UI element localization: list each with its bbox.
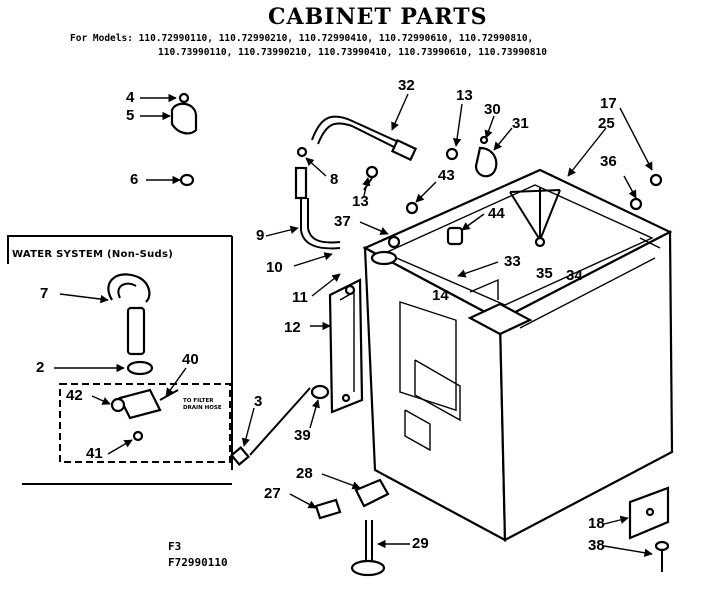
callout-41: 41	[86, 445, 103, 462]
callout-32: 32	[398, 77, 415, 94]
water-system-label: WATER SYSTEM (Non-Suds)	[12, 249, 174, 260]
callout-39: 39	[294, 427, 311, 444]
callout-42: 42	[66, 387, 83, 404]
callout-6: 6	[130, 171, 139, 188]
cabinet	[362, 168, 674, 542]
drain-hose-note: TO FILTER DRAIN HOSE	[183, 398, 222, 411]
callout-2: 2	[36, 359, 45, 376]
callout-40: 40	[182, 351, 199, 368]
callout-14: 14	[432, 287, 449, 304]
callout-28: 28	[296, 465, 313, 482]
drain-hose-3	[249, 387, 311, 456]
callout-18: 18	[588, 515, 605, 532]
rear-bracket-18	[628, 486, 670, 572]
callout-43: 43	[438, 167, 455, 184]
callout-8: 8	[330, 171, 339, 188]
callout-13: 13	[456, 87, 473, 104]
models-line-1: For Models: 110.72990110, 110.72990210, …	[70, 33, 534, 44]
callout-29: 29	[412, 535, 429, 552]
callout-34: 34	[566, 267, 583, 284]
callout-17: 17	[600, 95, 617, 112]
callout-7: 7	[40, 285, 49, 302]
leveling-leg-assembly	[314, 478, 390, 577]
diagram-title: CABINET PARTS	[268, 4, 488, 30]
clamp-assembly	[170, 92, 198, 187]
grommet-39	[310, 384, 330, 400]
callout-37: 37	[334, 213, 351, 230]
callout-38: 38	[588, 537, 605, 554]
fill-tube-9	[294, 146, 341, 250]
callout-11: 11	[292, 289, 308, 306]
callout-35: 35	[536, 265, 553, 282]
callout-9: 9	[256, 227, 265, 244]
callout-44: 44	[488, 205, 505, 222]
water-system-inset	[7, 235, 233, 485]
callout-30: 30	[484, 101, 501, 118]
callout-31: 31	[512, 115, 529, 132]
models-line-2: 110.73990110, 110.73990210, 110.73990410…	[158, 47, 547, 58]
small-hardware	[363, 135, 663, 249]
figure-code: F3	[168, 540, 182, 553]
bracket-12	[328, 278, 364, 414]
callout-5: 5	[126, 107, 135, 124]
callout-4: 4	[126, 89, 135, 106]
callout-25: 25	[598, 115, 615, 132]
callout-27: 27	[264, 485, 281, 502]
callout-13-lower: 13	[352, 193, 369, 210]
leader-lines	[54, 93, 653, 557]
callout-36: 36	[600, 153, 617, 170]
callout-33: 33	[504, 253, 521, 270]
callout-3: 3	[254, 393, 263, 410]
callout-12: 12	[284, 319, 301, 336]
hose-32	[311, 115, 418, 162]
lid-spring-assembly	[509, 188, 561, 248]
figure-number: F72990110	[168, 556, 228, 569]
callout-10: 10	[266, 259, 283, 276]
